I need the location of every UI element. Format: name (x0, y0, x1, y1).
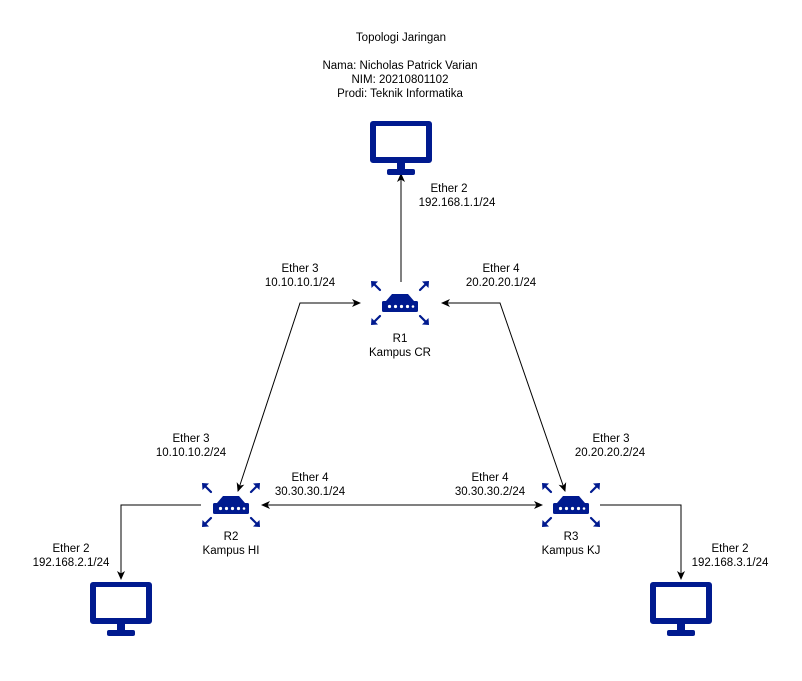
r1-ether4-ip: 20.20.20.1/24 (466, 277, 537, 289)
monitor-icon (650, 582, 712, 636)
monitor-icon (90, 582, 152, 636)
interface-labels: Ether 2 192.168.1.1/24 Ether 3 10.10.10.… (33, 183, 769, 569)
r2-ether3-label: Ether 3 (172, 433, 209, 445)
r1-ether2-label: Ether 2 (430, 183, 467, 195)
r3-ether3-label: Ether 3 (592, 433, 629, 445)
router-r3-site: Kampus KJ (542, 545, 601, 557)
r2-ether2-ip: 192.168.2.1/24 (33, 557, 110, 569)
r1-ether3-ip: 10.10.10.1/24 (265, 277, 336, 289)
diagram-title: Topologi Jaringan (356, 32, 446, 44)
author-name: Nama: Nicholas Patrick Varian (322, 60, 477, 72)
r3-ether4-ip: 30.30.30.2/24 (455, 486, 526, 498)
router-r3-id: R3 (564, 531, 579, 543)
link-r2-pc-left (117, 504, 201, 580)
r3-ether4-label: Ether 4 (471, 472, 509, 484)
monitor-icon (370, 121, 432, 175)
author-nim: NIM: 20210801102 (352, 74, 449, 86)
r2-ether4-label: Ether 4 (291, 472, 329, 484)
link-r1-r2 (236, 299, 361, 492)
r3-ether2-label: Ether 2 (711, 543, 748, 555)
r2-ether4-ip: 30.30.30.1/24 (275, 486, 346, 498)
pc-right[interactable] (650, 582, 712, 636)
router-icon (369, 279, 431, 327)
author-prodi: Prodi: Teknik Informatika (337, 88, 463, 100)
router-icon (200, 481, 262, 529)
router-r3[interactable]: R3 Kampus KJ (540, 481, 602, 557)
pc-left[interactable] (90, 582, 152, 636)
router-r2-id: R2 (224, 531, 239, 543)
r1-ether3-label: Ether 3 (281, 263, 318, 275)
r2-ether3-ip: 10.10.10.2/24 (156, 447, 227, 459)
router-r2[interactable]: R2 Kampus HI (200, 481, 262, 557)
r2-ether2-label: Ether 2 (52, 543, 89, 555)
router-r1-site: Kampus CR (369, 347, 431, 359)
r1-ether4-label: Ether 4 (482, 263, 520, 275)
link-r1-r3 (441, 299, 567, 492)
router-icon (540, 481, 602, 529)
r1-ether2-ip: 192.168.1.1/24 (419, 197, 496, 209)
router-r1-id: R1 (393, 333, 408, 345)
r3-ether2-ip: 192.168.3.1/24 (692, 557, 769, 569)
connections (117, 173, 685, 580)
router-r1[interactable]: R1 Kampus CR (369, 279, 431, 359)
r3-ether3-ip: 20.20.20.2/24 (575, 447, 646, 459)
diagram-header: Topologi Jaringan Nama: Nicholas Patrick… (322, 32, 477, 100)
router-r2-site: Kampus HI (203, 545, 260, 557)
link-r3-pc-right (600, 504, 685, 580)
pc-top[interactable] (370, 121, 432, 175)
